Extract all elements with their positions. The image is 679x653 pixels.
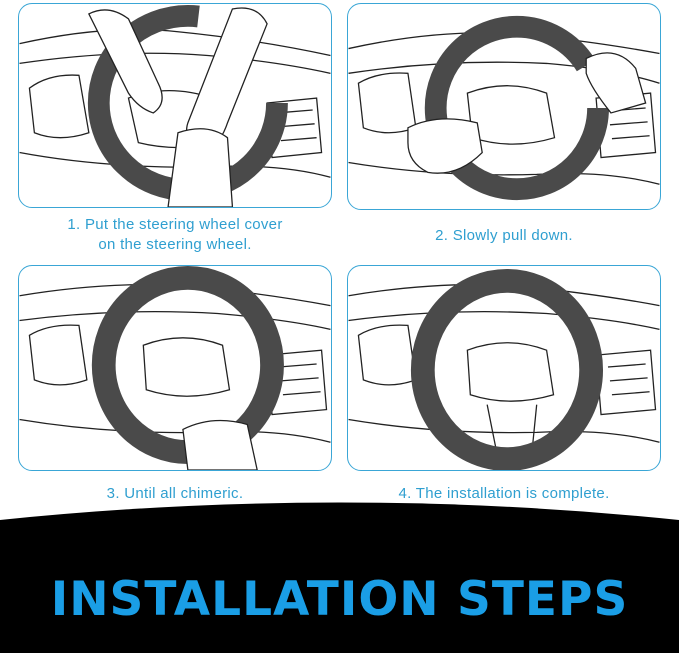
step-4-caption: 4. The installation is complete.	[347, 484, 661, 504]
step-3-image-panel	[18, 265, 332, 471]
step-1-caption-line-2: on the steering wheel.	[98, 236, 252, 253]
step-2-illustration	[348, 15, 660, 201]
step-4-illustration	[348, 268, 660, 470]
banner-background	[0, 500, 679, 653]
step-2-caption-line-1: 2. Slowly pull down.	[435, 227, 573, 244]
step-1-illustration	[19, 4, 331, 207]
step-1-caption: 1. Put the steering wheel cover on the s…	[18, 215, 332, 255]
step-4-image-panel	[347, 265, 661, 471]
step-2-caption: 2. Slowly pull down.	[347, 226, 661, 246]
step-4-caption-line-1: 4. The installation is complete.	[398, 485, 610, 502]
step-1-caption-line-1: 1. Put the steering wheel cover	[67, 216, 283, 233]
installation-steps-title: INSTALLATION STEPS	[50, 572, 629, 627]
step-3-illustration	[19, 266, 331, 470]
step-1-image-panel	[18, 3, 332, 208]
step-3-caption-line-1: 3. Until all chimeric.	[106, 485, 244, 502]
step-2-image-panel	[347, 3, 661, 210]
step-3-caption: 3. Until all chimeric.	[18, 484, 332, 504]
